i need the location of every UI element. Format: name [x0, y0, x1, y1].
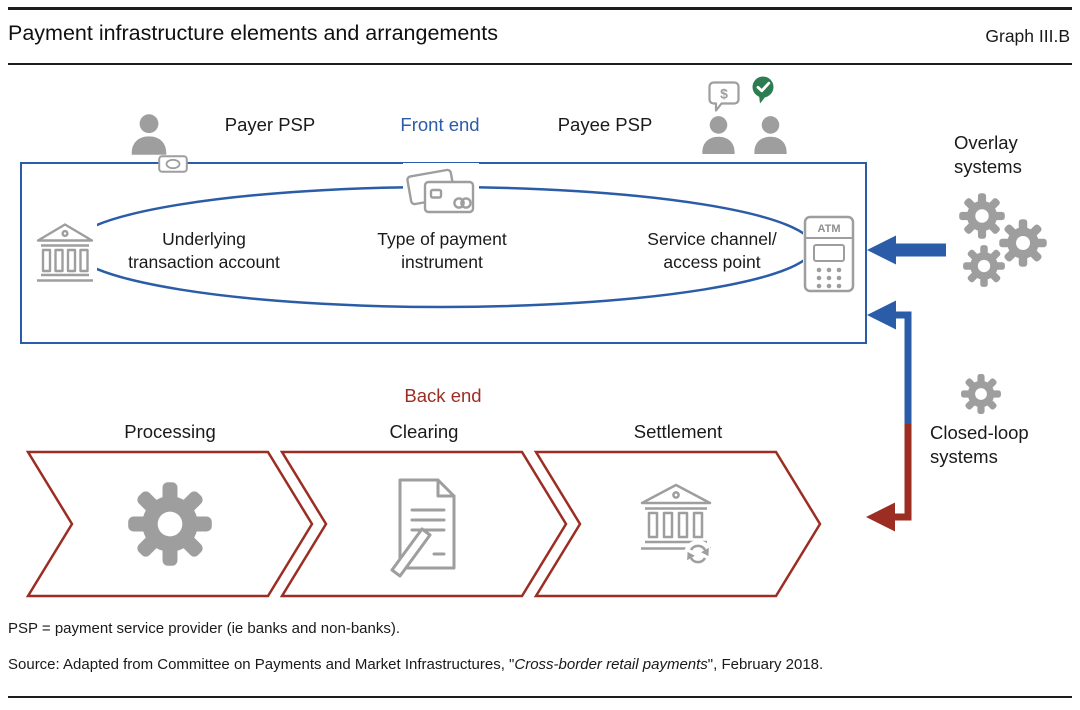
top-rule: [8, 7, 1072, 10]
service-channel-label: Service channel/ access point: [647, 229, 777, 273]
payee-psp-label: Payee PSP: [557, 114, 653, 135]
payer-person-icon: [126, 111, 172, 159]
check-bubble-icon: [752, 76, 774, 104]
credit-cards-icon: [403, 163, 479, 219]
graph-number: Graph III.B: [985, 26, 1070, 46]
front-end-down-connector: [867, 300, 912, 426]
atm-icon-text: ATM: [817, 223, 840, 235]
check-icon: [756, 81, 771, 93]
dollar-bubble-icon: $: [708, 81, 740, 112]
payee-person-icon-1: [697, 113, 740, 158]
header-rule: [8, 63, 1072, 65]
overlay-systems-arrow: [867, 235, 946, 265]
processing-label: Processing: [124, 421, 216, 442]
front-end-label: Front end: [400, 114, 480, 135]
bottom-rule: [8, 696, 1072, 698]
dollar-symbol: $: [720, 86, 728, 102]
payer-psp-label: Payer PSP: [224, 114, 316, 135]
back-end-chevrons: [26, 450, 822, 598]
figure-title: Payment infrastructure elements and arra…: [8, 21, 498, 45]
back-end-arrow: [866, 424, 912, 532]
clearing-label: Clearing: [389, 421, 459, 442]
clearing-document-icon: [390, 478, 456, 578]
payment-instrument-label: Type of payment instrument: [377, 229, 507, 273]
settlement-bank-icon: [640, 483, 712, 568]
source-text-prefix: Source: Adapted from Committee on Paymen…: [8, 656, 515, 673]
overlay-systems-label: Overlay systems: [954, 132, 1022, 178]
back-end-label: Back end: [404, 385, 482, 406]
closed-loop-gear-icon: [960, 373, 1002, 415]
atm-terminal-icon: ATM: [803, 215, 855, 293]
processing-gear-icon: [128, 482, 212, 566]
refresh-arrows-icon: [684, 540, 712, 568]
source-text-suffix: ", February 2018.: [707, 656, 824, 673]
source-publication-title: Cross-border retail payments: [514, 656, 708, 673]
source-footnote: Source: Adapted from Committee on Paymen…: [8, 656, 823, 673]
psp-footnote: PSP = payment service provider (ie banks…: [8, 620, 401, 637]
closed-loop-systems-label: Closed-loop systems: [930, 422, 1029, 468]
overlay-gears-icon: [959, 193, 1047, 287]
card-badge-icon: [158, 155, 188, 173]
underlying-account-label: Underlying transaction account: [128, 229, 280, 273]
underlying-bank-icon: [33, 219, 97, 283]
settlement-label: Settlement: [633, 421, 723, 442]
payee-person-icon-2: [749, 113, 792, 158]
